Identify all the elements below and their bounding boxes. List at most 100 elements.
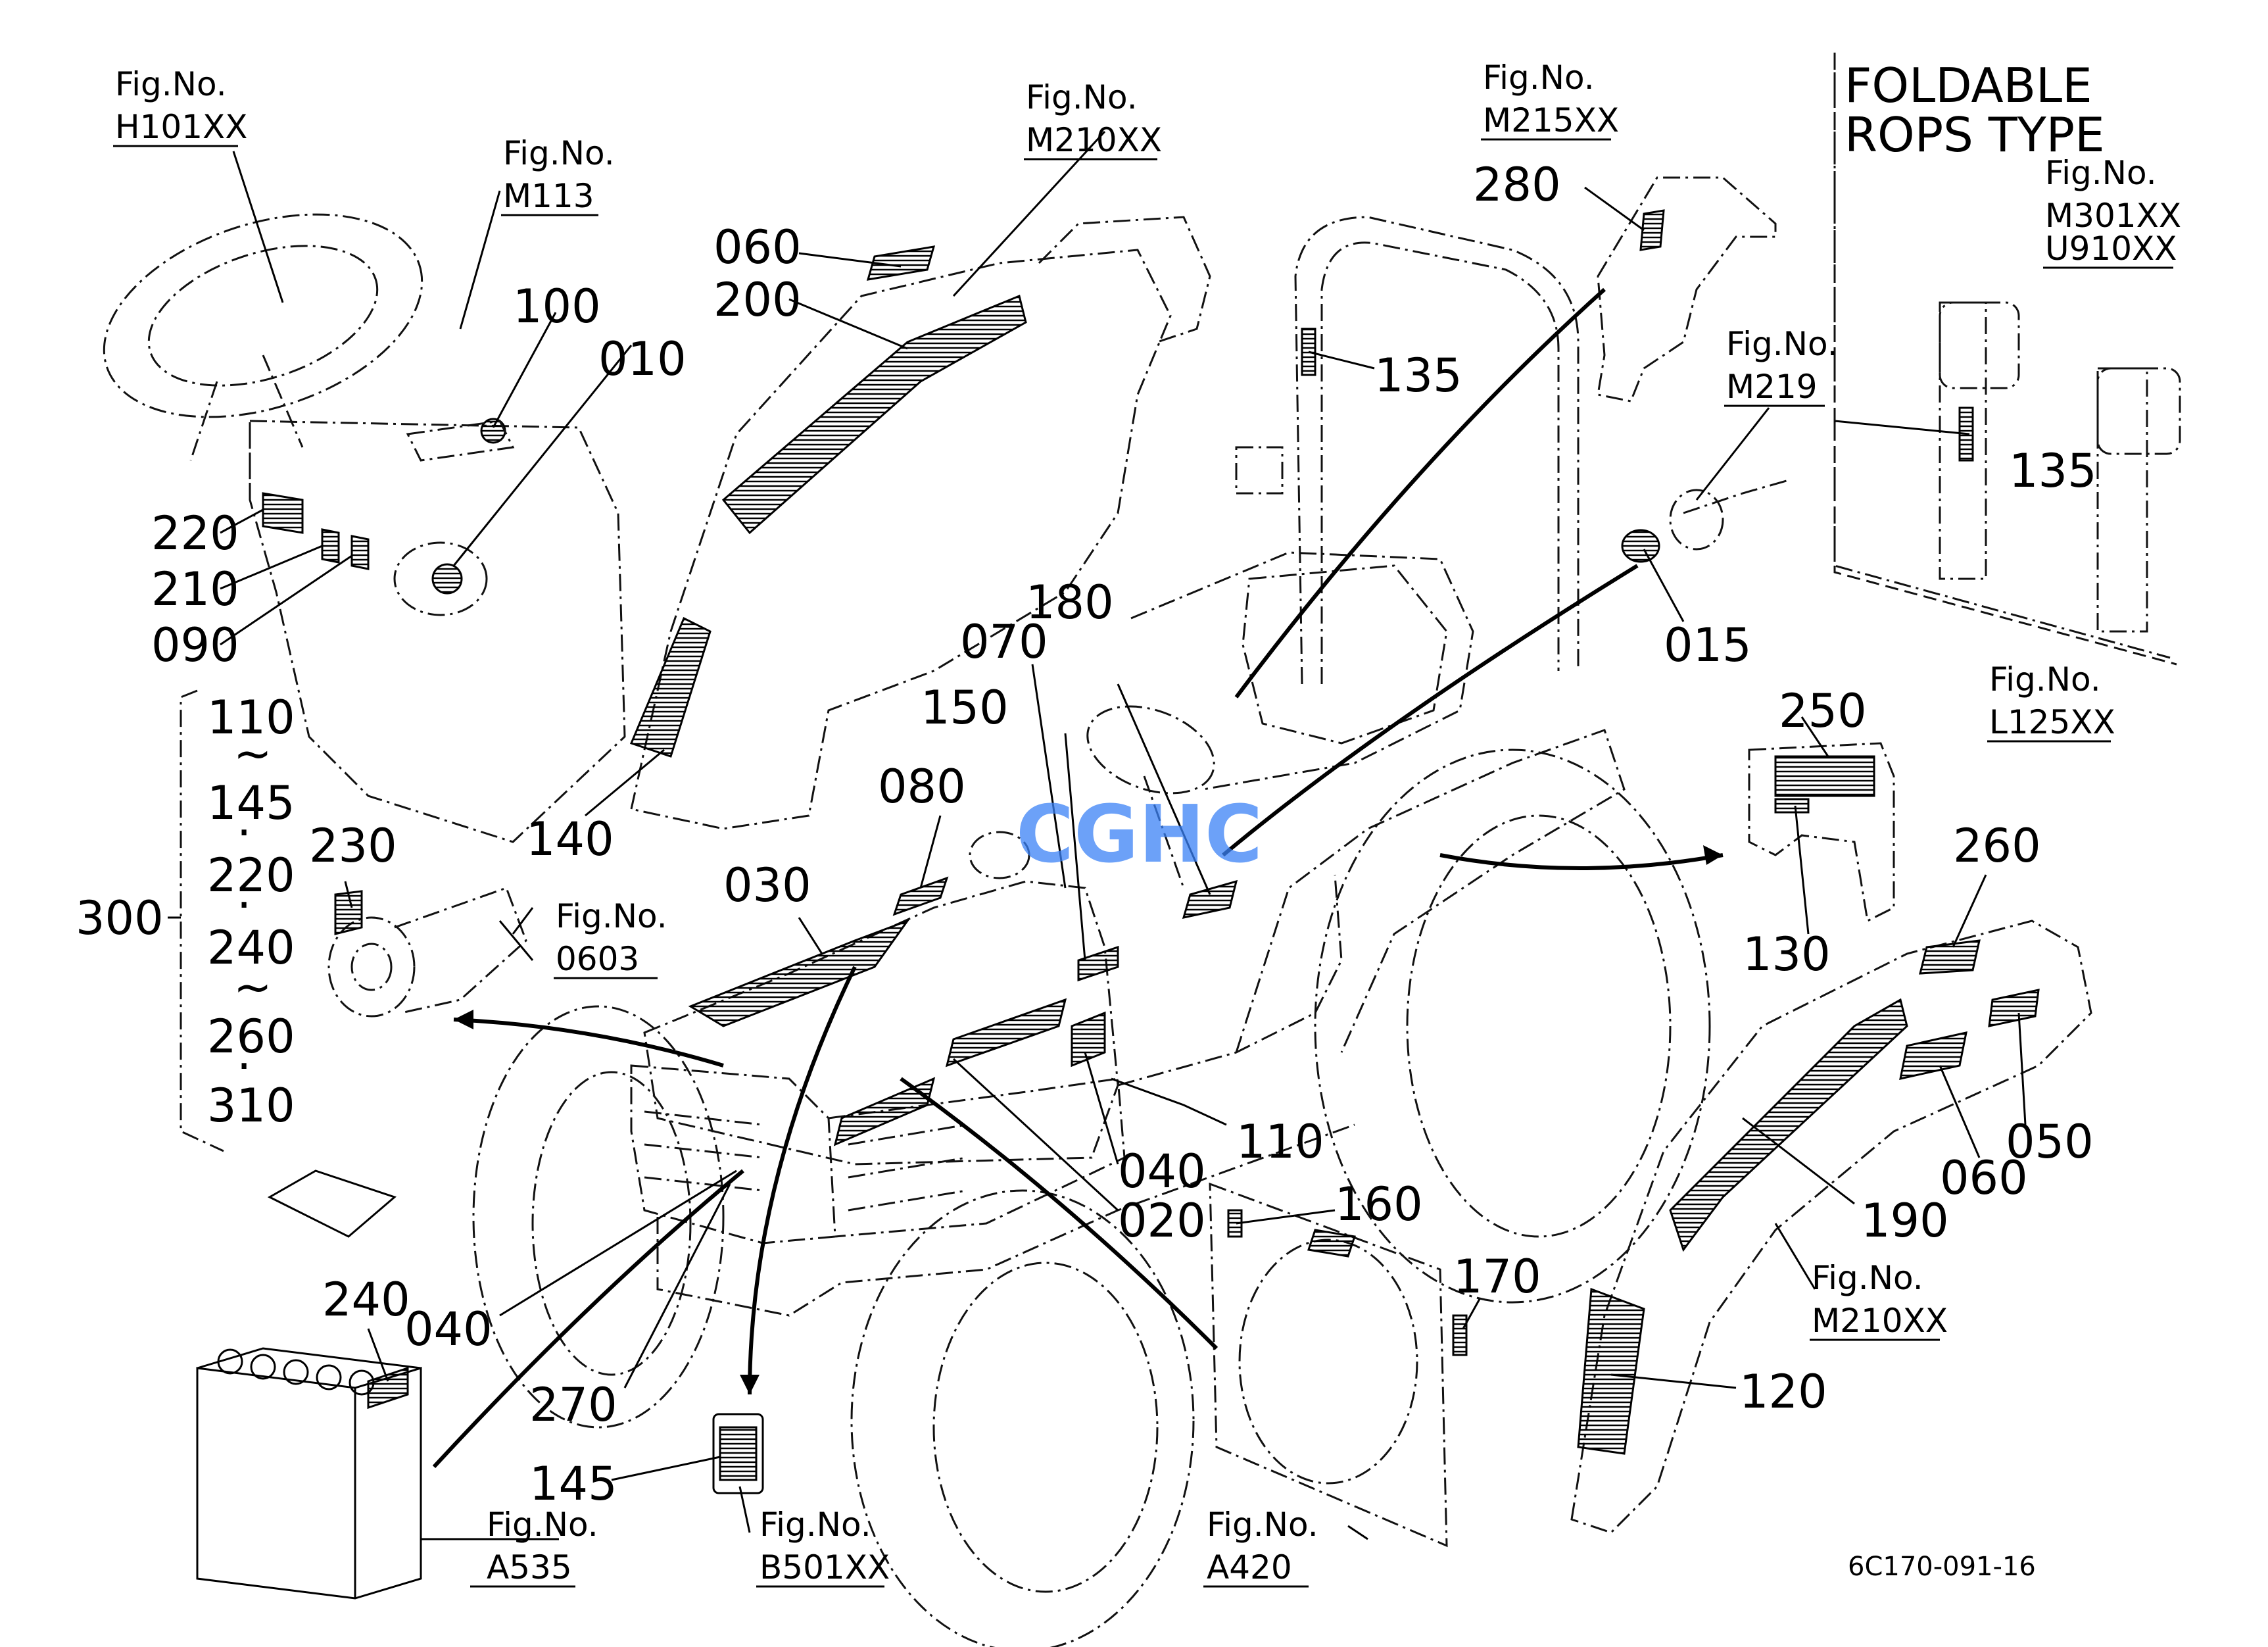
fig-m215-prefix: Fig.No.: [1483, 59, 1595, 97]
decal-160: [1307, 1229, 1356, 1258]
fig-l125-code: L125XX: [1989, 703, 2115, 741]
fig-0603-prefix: Fig.No.: [556, 897, 667, 935]
part-135: 135: [1374, 349, 1462, 403]
decal-130: [1774, 798, 1810, 814]
part-145: 145: [529, 1457, 617, 1511]
knob-assembly: [1621, 479, 1789, 563]
fig-b501-prefix: Fig.No.: [760, 1506, 871, 1544]
decal-240: [367, 1366, 409, 1410]
fig-h101-code: H101XX: [115, 108, 248, 146]
part-070: 070: [960, 615, 1048, 669]
part-250: 250: [1779, 684, 1867, 738]
fig-m301-prefix: Fig.No.: [2045, 154, 2157, 192]
part-020: 020: [1118, 1194, 1206, 1248]
fig-a535-prefix: Fig.No.: [487, 1506, 598, 1544]
fig-0603-code: 0603: [556, 940, 639, 978]
labels: FOLDABLE ROPS TYPE Fig.No. H101XX Fig.No…: [76, 58, 2181, 1588]
part-140: 140: [526, 812, 614, 866]
seat-back-assembly: [1748, 742, 1895, 923]
part-240: 240: [322, 1273, 410, 1327]
decal-030: [688, 918, 911, 1027]
part-050: 050: [2006, 1115, 2094, 1169]
decal-145: [719, 1426, 758, 1481]
fig-m219-code: M219: [1726, 368, 1818, 406]
watermark-text: CGHC: [1016, 789, 1263, 881]
decal-080: [892, 876, 949, 916]
part-040-left: 040: [404, 1302, 493, 1356]
group-300-item-6: ·: [237, 878, 251, 932]
part-110: 110: [1236, 1115, 1324, 1169]
group-300-item-1: 110: [207, 691, 295, 745]
part-280: 280: [1473, 158, 1561, 212]
fig-m210-top-prefix: Fig.No.: [1026, 78, 1138, 116]
radiator-assembly: [1209, 1182, 1468, 1548]
assembly-arrows: [432, 287, 1724, 1469]
decal-170: [1452, 1314, 1468, 1356]
part-170: 170: [1453, 1250, 1541, 1304]
part-210: 210: [151, 562, 239, 616]
group-300-item-2: ~: [233, 727, 272, 781]
decal-220: [262, 492, 304, 534]
decal-120: [1577, 1287, 1645, 1455]
fig-m210-bottom-prefix: Fig.No.: [1812, 1259, 1923, 1297]
foldable-rops-title-1: FOLDABLE: [1845, 58, 2092, 113]
decal-260: [1919, 939, 1981, 975]
decal-010: [431, 563, 463, 595]
decal-140: [629, 616, 712, 758]
part-060-right: 060: [1940, 1151, 2028, 1205]
group-300-item-8: ~: [233, 960, 272, 1014]
decal-150: [1077, 945, 1119, 982]
part-120: 120: [1739, 1365, 1827, 1419]
fig-m219-prefix: Fig.No.: [1726, 325, 1838, 363]
part-135-rops: 135: [2009, 444, 2097, 498]
part-230: 230: [309, 819, 397, 873]
seat: [1242, 564, 1448, 745]
part-040-right: 040: [1118, 1144, 1206, 1198]
decal-020: [945, 998, 1067, 1068]
fender-right-assembly: [1570, 920, 2092, 1534]
card-310: [267, 1169, 397, 1238]
decal-090: [350, 535, 370, 570]
fig-m113-code: M113: [503, 177, 594, 215]
part-220: 220: [151, 506, 239, 560]
part-160: 160: [1335, 1177, 1423, 1231]
part-260: 260: [1953, 819, 2041, 873]
rops-section-divider: [1833, 53, 2177, 666]
rops-frame: [1294, 216, 1580, 685]
fig-m215-code: M215XX: [1483, 101, 1619, 139]
decal-060-right: [1899, 1031, 1967, 1080]
decal-210: [321, 528, 340, 564]
decal-060-top: [866, 245, 936, 281]
fig-m210-bottom-code: M210XX: [1812, 1302, 1948, 1340]
decal-050: [1988, 989, 2040, 1027]
part-100: 100: [513, 280, 601, 333]
fig-m113-prefix: Fig.No.: [503, 134, 615, 172]
alternator-assembly: [327, 887, 527, 1018]
leader-lines: [220, 130, 2027, 1540]
front-tire-left: [472, 1005, 725, 1429]
part-300: 300: [76, 891, 164, 945]
group-300-item-10: ·: [237, 1039, 251, 1093]
dashboard-assembly: [103, 213, 626, 843]
part-060-top: 060: [713, 220, 802, 274]
part-150: 150: [921, 681, 1009, 735]
fig-a535-code: A535: [487, 1548, 572, 1586]
decal-015: [1621, 529, 1660, 563]
rear-tire: [1314, 749, 1711, 1304]
decal-230: [334, 890, 363, 935]
part-010: 010: [598, 332, 687, 386]
fig-m210-top-code: M210XX: [1026, 121, 1162, 159]
decal-250: [1774, 755, 1875, 797]
decal-180: [1182, 879, 1238, 919]
group-300-item-11: 310: [207, 1079, 295, 1133]
part-130: 130: [1743, 927, 1831, 981]
fig-a420-prefix: Fig.No.: [1207, 1506, 1318, 1544]
part-015: 015: [1664, 618, 1752, 672]
drawing-code: 6C170-091-16: [1848, 1552, 2036, 1582]
filter-assembly: [712, 1413, 764, 1494]
group-300-item-9: 260: [207, 1010, 295, 1064]
group-300-item-7: 240: [207, 921, 295, 975]
rops-bracket: [1597, 176, 1777, 403]
group-300-item-3: 145: [207, 776, 295, 830]
